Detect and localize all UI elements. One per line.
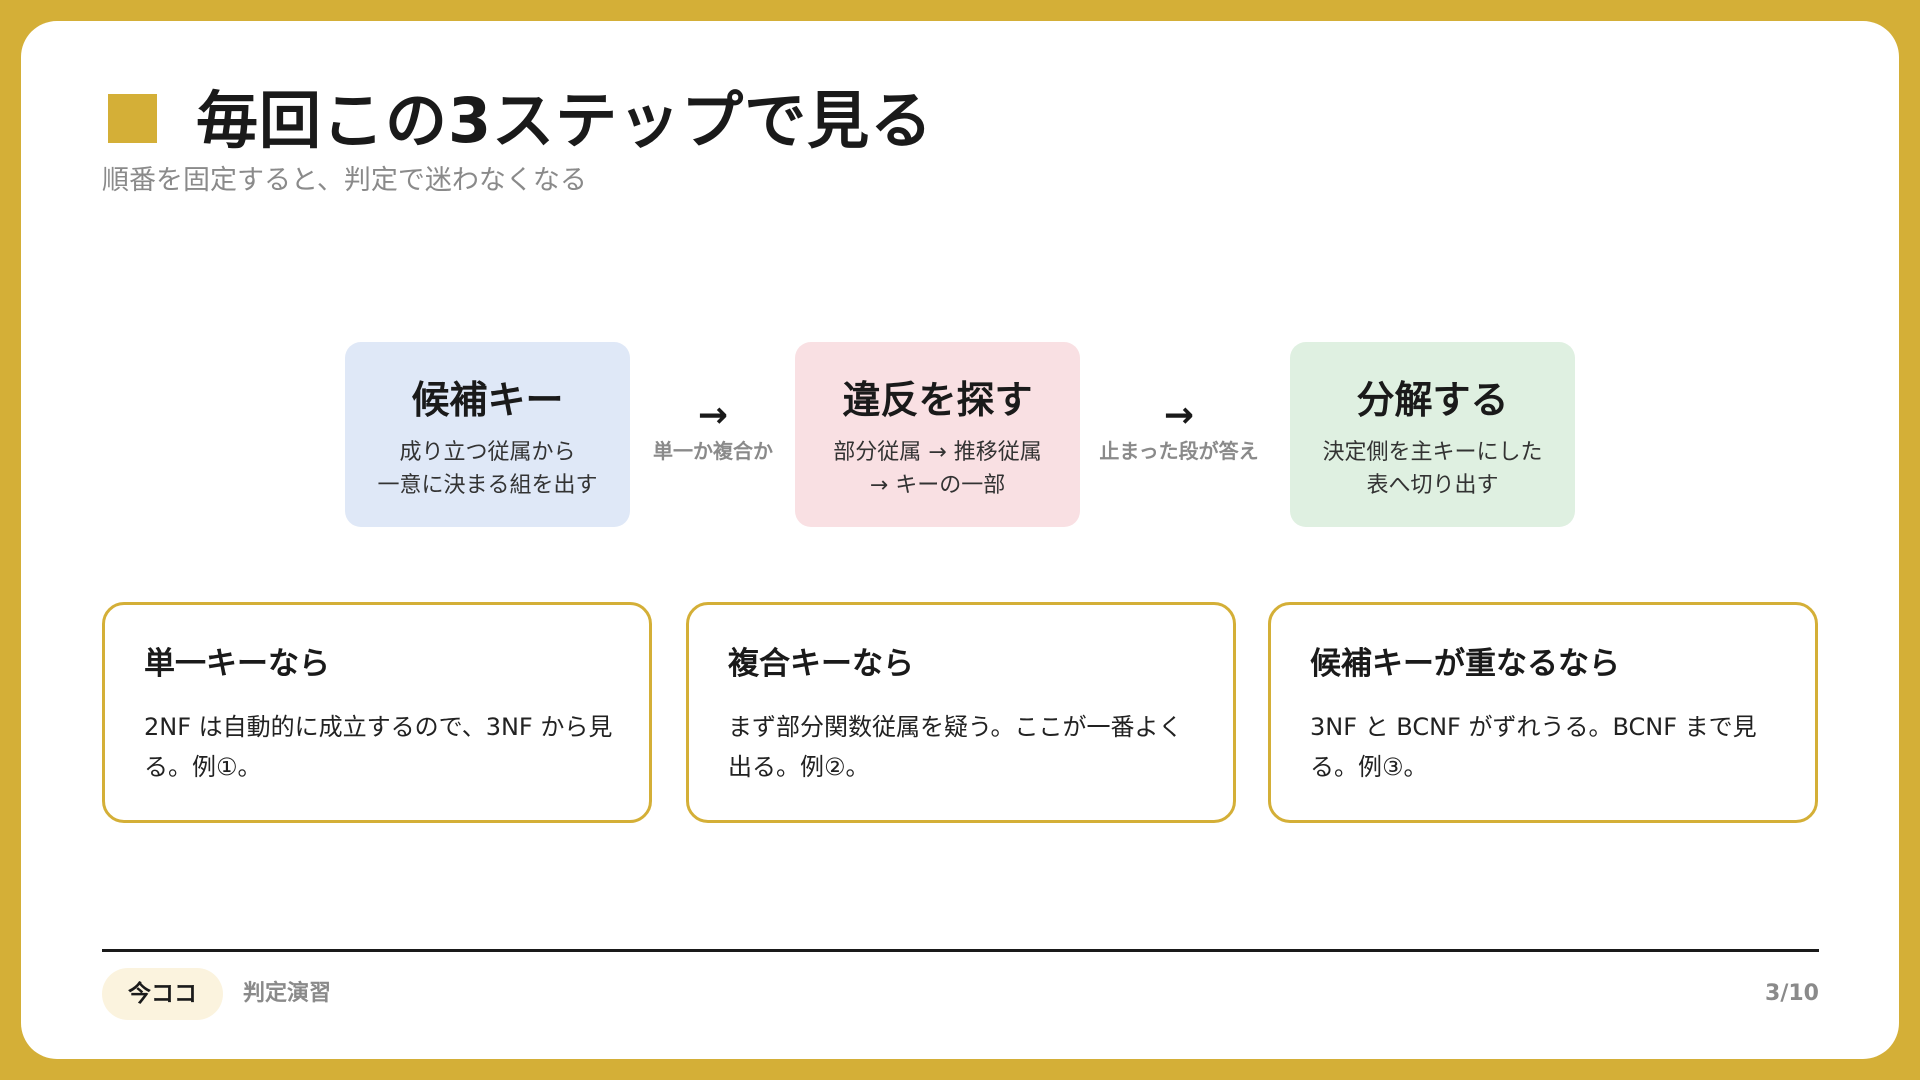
- case-title: 単一キーなら: [144, 646, 330, 682]
- page-title: 毎回この3ステップで見る: [196, 84, 934, 157]
- case-card-overlapping-keys: 候補キーが重なるなら 3NF と BCNF がずれうる。BCNF まで見る。例③…: [1268, 602, 1818, 823]
- step-description: 部分従属 → 推移従属 → キーの一部: [833, 440, 1042, 498]
- step-decompose: 分解する 決定側を主キーにした 表へ切り出す: [1290, 342, 1575, 527]
- slide: 毎回この3ステップで見る 順番を固定すると、判定で迷わなくなる 候補キー 成り立…: [21, 21, 1899, 1059]
- right-arrow-icon: →: [1163, 395, 1195, 436]
- section-label: 判定演習: [243, 981, 332, 1006]
- case-body: 3NF と BCNF がずれうる。BCNF まで見る。例③。: [1310, 713, 1757, 781]
- right-arrow-icon: →: [697, 395, 729, 436]
- step-candidate-key: 候補キー 成り立つ従属から 一意に決まる組を出す: [345, 342, 630, 527]
- flow-arrow: → 単一か複合か: [633, 396, 793, 466]
- footer-divider: [102, 949, 1819, 952]
- case-body: まず部分関数従属を疑う。ここが一番よく出る。例②。: [728, 713, 1183, 781]
- title-square-icon: [108, 94, 157, 143]
- current-position-badge: 今ココ: [102, 968, 223, 1020]
- page-subtitle: 順番を固定すると、判定で迷わなくなる: [102, 165, 587, 196]
- case-title: 複合キーなら: [728, 646, 914, 682]
- flow-arrow: → 止まった段が答え: [1099, 396, 1259, 466]
- page-number: 3/10: [1765, 981, 1819, 1006]
- case-card-composite-key: 複合キーなら まず部分関数従属を疑う。ここが一番よく出る。例②。: [686, 602, 1236, 823]
- arrow-label: 単一か複合か: [653, 439, 773, 463]
- case-card-single-key: 単一キーなら 2NF は自動的に成立するので、3NF から見る。例①。: [102, 602, 652, 823]
- arrow-label: 止まった段が答え: [1099, 439, 1259, 463]
- step-title: 候補キー: [411, 378, 564, 422]
- case-body: 2NF は自動的に成立するので、3NF から見る。例①。: [144, 713, 613, 781]
- step-description: 成り立つ従属から 一意に決まる組を出す: [377, 440, 598, 498]
- step-find-violation: 違反を探す 部分従属 → 推移従属 → キーの一部: [795, 342, 1080, 527]
- step-title: 分解する: [1356, 378, 1509, 422]
- case-title: 候補キーが重なるなら: [1310, 646, 1620, 682]
- step-title: 違反を探す: [842, 378, 1033, 422]
- step-description: 決定側を主キーにした 表へ切り出す: [1322, 440, 1543, 498]
